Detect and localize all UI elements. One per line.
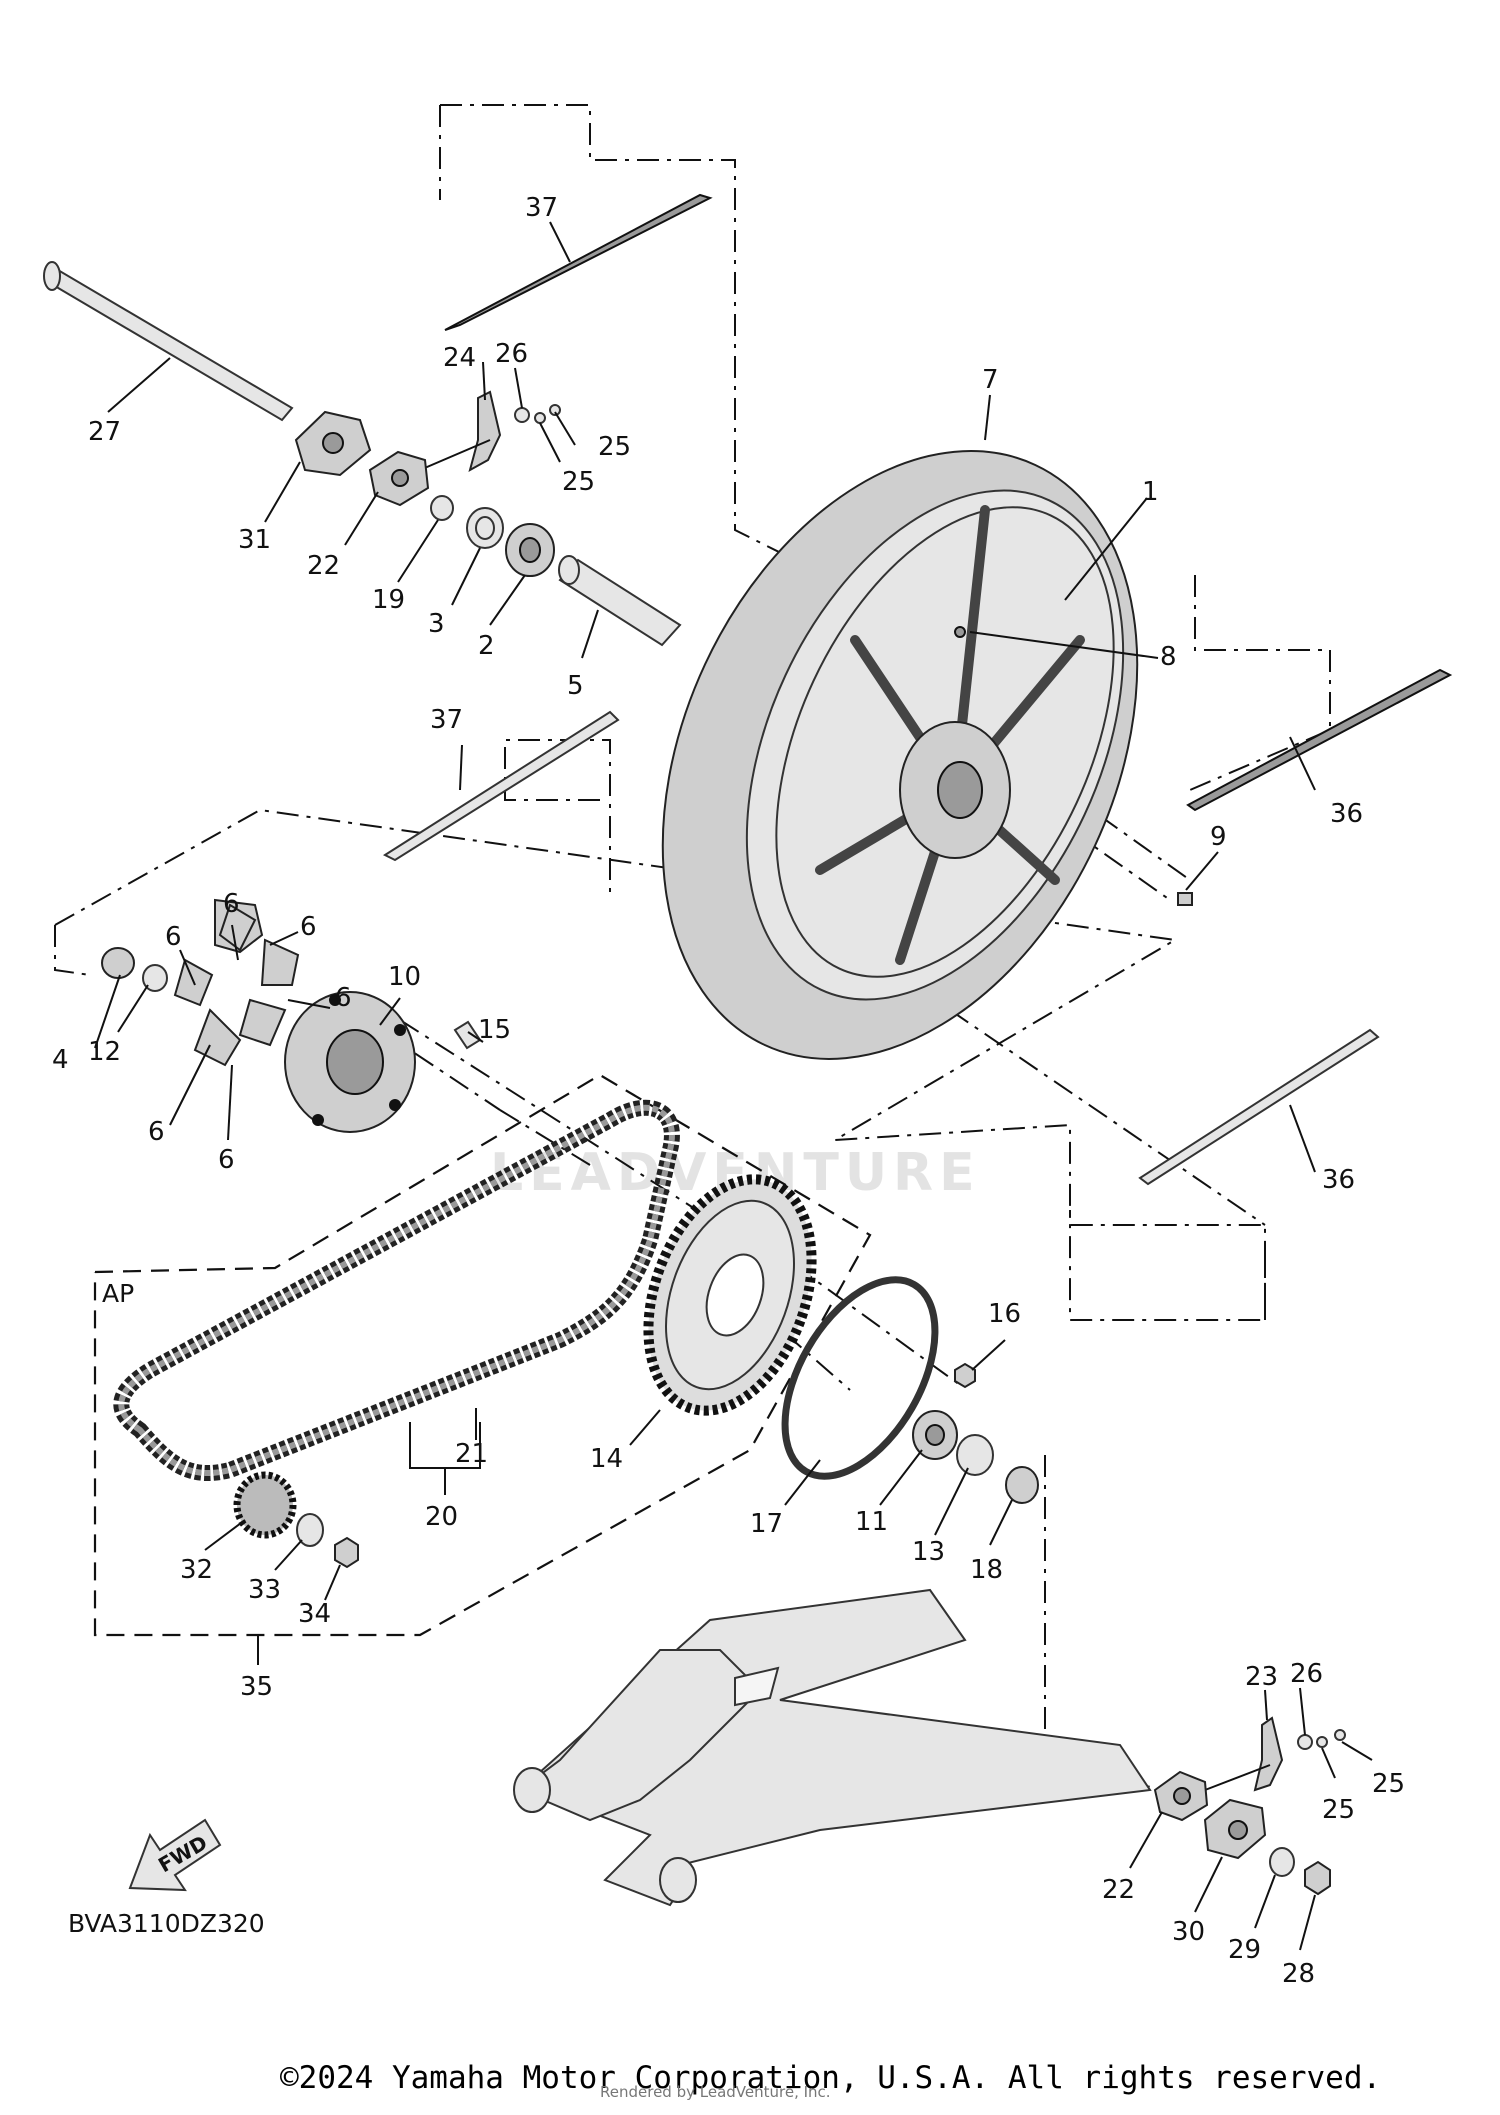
nut-part-25-bottom-a — [1316, 1736, 1328, 1748]
stripe-part-36-lower — [1138, 1028, 1380, 1186]
chain-puller-part-31 — [294, 410, 372, 477]
bearing-part-4 — [101, 947, 135, 979]
callout-18: 18 — [970, 1555, 1003, 1585]
clutch-hub-part-10 — [284, 991, 416, 1133]
front-sprocket-part-32 — [233, 1471, 297, 1539]
nut-part-25-top-a — [534, 412, 546, 424]
callout-22-top: 22 — [307, 551, 340, 581]
callout-21: 21 — [455, 1439, 488, 1469]
spacer-part-5 — [558, 555, 682, 647]
axle-part-27 — [43, 261, 294, 422]
callout-6-b: 6 — [165, 922, 182, 952]
callout-36-lower: 36 — [1322, 1165, 1355, 1195]
callout-6-e: 6 — [148, 1117, 165, 1147]
copyright-notice: ©2024 Yamaha Motor Corporation, U.S.A. A… — [280, 2060, 1382, 2096]
callout-5: 5 — [567, 671, 584, 701]
callout-37-upper: 37 — [525, 193, 558, 223]
washer-part-26-top — [514, 407, 530, 423]
callout-19: 19 — [372, 585, 405, 615]
adjuster-part-22-bottom — [1153, 1770, 1209, 1822]
rendered-by-credit: Rendered by LeadVenture, Inc. — [600, 2083, 831, 2101]
callout-32: 32 — [180, 1555, 213, 1585]
callout-2: 2 — [478, 631, 495, 661]
rear-sprocket-part-14 — [643, 1174, 817, 1416]
nut-part-25-top-b — [549, 404, 561, 416]
collar-part-19 — [430, 495, 454, 521]
diagram-code: BVA3110DZ320 — [68, 1909, 265, 1938]
callout-36-upper: 36 — [1330, 799, 1363, 829]
collar-part-18 — [1005, 1466, 1039, 1504]
oil-seal-part-13 — [956, 1434, 994, 1476]
stud-part-15 — [453, 1020, 482, 1050]
callout-33: 33 — [248, 1575, 281, 1605]
nut-part-16 — [954, 1362, 976, 1389]
callout-28: 28 — [1282, 1959, 1315, 1989]
drive-chain-part-21 — [113, 1099, 680, 1482]
assembly-label: AP — [102, 1279, 134, 1308]
washer-part-33 — [296, 1513, 324, 1547]
callout-6-d: 6 — [335, 983, 352, 1013]
leader-lines — [94, 221, 1373, 1951]
callout-31: 31 — [238, 525, 271, 555]
callout-8: 8 — [1160, 642, 1177, 672]
callout-6-c: 6 — [300, 912, 317, 942]
callout-26-bottom: 26 — [1290, 1659, 1323, 1689]
callout-6-f: 6 — [218, 1145, 235, 1175]
chain-puller-part-30 — [1203, 1798, 1267, 1860]
callout-25-bottom-b: 25 — [1322, 1795, 1355, 1825]
callout-27: 27 — [88, 417, 121, 447]
callout-9: 9 — [1210, 822, 1227, 852]
washer-part-29 — [1269, 1847, 1295, 1877]
callout-23: 23 — [1245, 1662, 1278, 1692]
collar-part-12 — [142, 964, 168, 992]
callout-24: 24 — [443, 343, 476, 373]
callout-25-bottom-a: 25 — [1372, 1769, 1405, 1799]
callout-20: 20 — [425, 1502, 458, 1532]
washer-part-26-bottom — [1297, 1734, 1313, 1750]
stripe-part-36-upper — [1186, 668, 1453, 812]
valve-part-8 — [954, 626, 966, 638]
callout-26-top: 26 — [495, 339, 528, 369]
sprocket-guard-part-17 — [781, 1276, 939, 1480]
callout-17: 17 — [750, 1509, 783, 1539]
callout-3: 3 — [428, 609, 445, 639]
swingarm — [513, 1588, 1152, 1907]
callout-4: 4 — [52, 1045, 69, 1075]
wheel-and-tire-part-7 — [661, 450, 1139, 1060]
callout-30: 30 — [1172, 1917, 1205, 1947]
nut-part-25-bottom-b — [1334, 1729, 1346, 1741]
bracket-part-23 — [1253, 1716, 1284, 1792]
nut-part-34 — [334, 1536, 359, 1569]
callout-1: 1 — [1142, 477, 1159, 507]
nut-part-28 — [1304, 1860, 1331, 1896]
stripe-part-37-lower — [382, 710, 620, 862]
callout-25-top-a: 25 — [598, 432, 631, 462]
fwd-arrow-icon: FWD — [128, 1818, 222, 1892]
callout-15: 15 — [478, 1015, 511, 1045]
bracket-part-24 — [468, 390, 502, 473]
callout-6-a: 6 — [223, 889, 240, 919]
callout-11: 11 — [855, 1507, 888, 1537]
adjuster-part-22-top — [368, 450, 430, 507]
balance-weight-part-9 — [1177, 892, 1193, 906]
callout-16: 16 — [988, 1299, 1021, 1329]
callout-35: 35 — [240, 1672, 273, 1702]
callout-12: 12 — [88, 1037, 121, 1067]
callout-14: 14 — [590, 1444, 623, 1474]
callout-22-bottom: 22 — [1102, 1875, 1135, 1905]
callout-13: 13 — [912, 1537, 945, 1567]
callout-29: 29 — [1228, 1935, 1261, 1965]
callout-7: 7 — [982, 365, 999, 395]
callout-34: 34 — [298, 1599, 331, 1629]
damper-set-part-6 — [173, 898, 300, 1067]
callout-numbers: 37 27 24 26 25 25 31 22 19 3 2 5 7 1 8 9… — [52, 193, 1405, 1989]
stripe-part-37-upper — [444, 193, 713, 331]
callout-25-top-b: 25 — [562, 467, 595, 497]
callout-10: 10 — [388, 962, 421, 992]
callout-37-lower: 37 — [430, 705, 463, 735]
